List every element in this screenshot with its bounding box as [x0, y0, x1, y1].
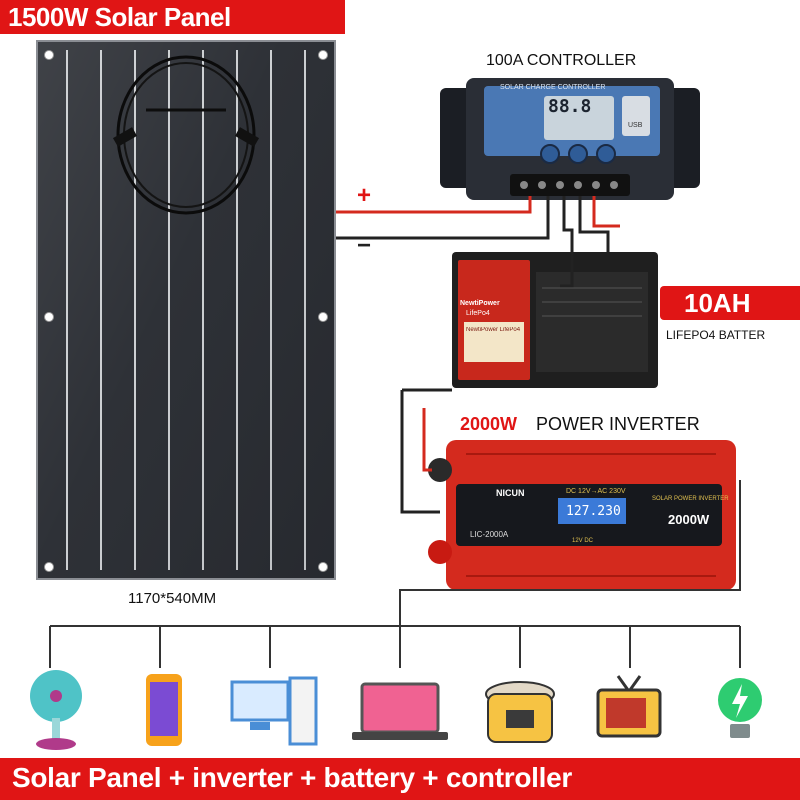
inverter-face-title: SOLAR POWER INVERTER	[652, 496, 729, 502]
inverter-model: LIC-2000A	[470, 530, 509, 539]
footer-banner	[0, 758, 800, 800]
inverter-face-rating: 2000W	[668, 512, 710, 527]
solar-panel	[36, 40, 336, 580]
charge-controller	[440, 78, 700, 200]
panel-dimensions: 1170*540MM	[128, 590, 217, 607]
panel-cable	[112, 55, 260, 215]
battery-capacity: 10AH	[684, 288, 751, 318]
inverter-title: POWER INVERTER	[536, 414, 700, 434]
controller-display: 88.8	[548, 96, 592, 117]
rice-cooker-icon	[485, 681, 555, 743]
phone-icon	[146, 674, 182, 746]
capacity-badge	[660, 286, 800, 320]
bulb-icon	[718, 678, 762, 738]
mount-hole	[44, 562, 54, 572]
panel-gloss	[38, 42, 334, 578]
lifepo4-battery	[452, 252, 658, 388]
tv-icon	[596, 675, 662, 738]
fan-icon	[30, 670, 82, 750]
controller-title: 100A CONTROLLER	[486, 52, 637, 69]
controller-faceplate: SOLAR CHARGE CONTROLLER	[500, 84, 606, 91]
mount-hole	[318, 562, 328, 572]
battery-type: LIFEPO4 BATTER	[666, 328, 766, 342]
inverter-display: 127.230	[566, 504, 621, 519]
battery-subbrand: LifePo4	[466, 310, 490, 317]
page-title: 1500W Solar Panel	[8, 2, 231, 32]
mount-hole	[318, 312, 328, 322]
controller-usb: USB	[628, 122, 643, 129]
mount-hole	[318, 50, 328, 60]
mount-hole	[44, 312, 54, 322]
battery-brand: NewtiPower	[460, 300, 500, 307]
inverter-power: 2000W	[460, 414, 518, 434]
laptop-icon	[352, 682, 448, 740]
mount-hole	[44, 50, 54, 60]
inverter-voltage-spec: DC 12V→AC 230V	[566, 488, 626, 495]
computer-icon	[230, 676, 318, 746]
inverter-bottom-spec: 12V DC	[572, 538, 594, 544]
inverter-brand: NICUN	[496, 488, 525, 498]
battery-label: NewtiPower LifePo4	[466, 327, 521, 333]
positive-sign: +	[357, 182, 372, 209]
power-inverter	[428, 440, 736, 590]
title-banner	[0, 0, 345, 34]
footer-tagline: Solar Panel + inverter + battery + contr…	[12, 762, 572, 793]
